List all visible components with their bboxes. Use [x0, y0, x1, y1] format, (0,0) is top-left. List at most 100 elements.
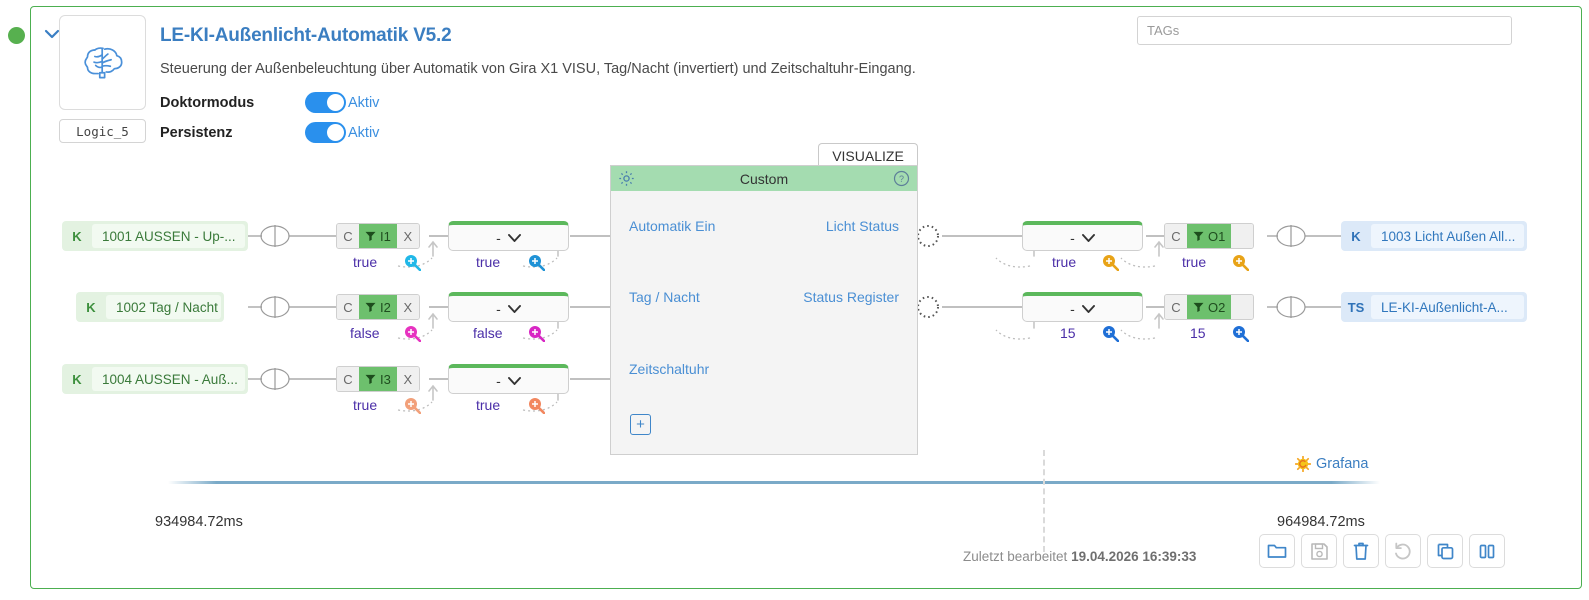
magnifier-icon[interactable] [528, 397, 545, 414]
timeline-cursor[interactable] [1043, 450, 1045, 552]
toggle-label-doktormodus: Doktormodus [160, 94, 255, 111]
input-node-1-label: 1001 AUSSEN - Up-... [92, 224, 245, 248]
pill-1-port[interactable]: I1 [359, 224, 397, 248]
input-converter-2-value: - [496, 300, 501, 317]
output-node-2-label: LE-KI-Außenlicht-A... [1371, 295, 1524, 319]
out-pill-1-right[interactable] [1231, 224, 1254, 248]
magnifier-icon[interactable] [404, 254, 421, 271]
magnifier-icon[interactable] [404, 397, 421, 414]
tags-input[interactable] [1137, 16, 1512, 45]
toggle-label-persistenz: Persistenz [160, 124, 233, 141]
out-pill-1-port[interactable]: O1 [1187, 224, 1232, 248]
magnifier-icon[interactable] [1102, 254, 1119, 271]
magnifier-icon[interactable] [1232, 254, 1249, 271]
output-filter-pill-1[interactable]: C O1 [1164, 223, 1255, 249]
input-node-2[interactable]: K 1002 Tag / Nacht [76, 292, 224, 322]
custom-output-label-2: Status Register [803, 289, 899, 305]
chevron-down-icon [507, 233, 521, 242]
help-circle-icon[interactable]: ? [893, 170, 910, 187]
output-node-1[interactable]: K 1003 Licht Außen All... [1341, 221, 1527, 251]
chevron-down-icon [1081, 304, 1095, 313]
tab-visualize[interactable]: VISUALIZE [818, 143, 918, 167]
input-converter-2[interactable]: - [448, 292, 569, 322]
grafana-link[interactable]: Grafana [1295, 456, 1368, 472]
input-pill-value-2: false [350, 325, 380, 341]
pill-3-port[interactable]: I3 [359, 367, 397, 391]
output-converter-1[interactable]: - [1022, 221, 1143, 251]
undo-button[interactable] [1385, 534, 1421, 568]
gear-icon[interactable] [618, 170, 635, 187]
magnifier-icon[interactable] [404, 325, 421, 342]
toggle-state-doktormodus: Aktiv [348, 94, 380, 111]
input-node-3-label: 1004 AUSSEN - Auß... [92, 367, 245, 391]
brain-icon[interactable] [59, 15, 146, 110]
timeline-end-label: 964984.72ms [1277, 514, 1365, 530]
custom-input-label-3: Zeitschaltuhr [629, 361, 710, 377]
out-pill-2-left[interactable]: C [1165, 295, 1187, 319]
output-converter-value-1: true [1052, 254, 1077, 270]
grafana-icon [1295, 456, 1311, 472]
logic-description: Steuerung der Außenbeleuchtung über Auto… [160, 61, 916, 77]
output-converter-value-2: 15 [1060, 325, 1076, 341]
pause-button[interactable] [1469, 534, 1505, 568]
chevron-down-icon [1081, 233, 1095, 242]
output-converter-2-value: - [1070, 300, 1075, 317]
input-filter-pill-3[interactable]: C I3 X [336, 366, 420, 392]
input-node-1[interactable]: K 1001 AUSSEN - Up-... [62, 221, 248, 251]
floppy-disk-icon [1310, 542, 1328, 560]
custom-logic-block[interactable]: Custom ? Automatik Ein Tag / Nacht Zeits… [610, 165, 918, 455]
out-pill-2-right[interactable] [1231, 295, 1254, 319]
magnifier-icon[interactable] [1102, 325, 1119, 342]
output-converter-2[interactable]: - [1022, 292, 1143, 322]
input-converter-1[interactable]: - [448, 221, 569, 251]
toggle-doktormodus[interactable] [305, 92, 346, 113]
delete-button[interactable] [1343, 534, 1379, 568]
input-filter-pill-2[interactable]: C I2 X [336, 294, 420, 320]
input-converter-3[interactable]: - [448, 364, 569, 394]
input-node-3[interactable]: K 1004 AUSSEN - Auß... [62, 364, 248, 394]
output-node-1-tag: K [1351, 228, 1361, 244]
pause-icon [1479, 544, 1495, 558]
timeline-track[interactable] [168, 481, 1380, 484]
input-node-2-tag: K [86, 299, 96, 315]
toggle-state-persistenz: Aktiv [348, 124, 380, 141]
magnifier-icon[interactable] [528, 325, 545, 342]
output-pill-value-1: true [1182, 254, 1207, 270]
copy-icon [1437, 543, 1453, 559]
input-converter-value-1: true [476, 254, 501, 270]
pill-1-right[interactable]: X [396, 224, 419, 248]
pill-2-left[interactable]: C [337, 295, 359, 319]
input-filter-pill-1[interactable]: C I1 X [336, 223, 420, 249]
trash-icon [1353, 542, 1369, 560]
chevron-down-icon[interactable] [42, 24, 62, 44]
funnel-icon [365, 302, 376, 312]
copy-button[interactable] [1427, 534, 1463, 568]
save-button[interactable] [1301, 534, 1337, 568]
last-edited-text: Zuletzt bearbeitet 19.04.2026 16:39:33 [963, 549, 1196, 564]
logic-graph: K 1001 AUSSEN - Up-... K 1002 Tag / Nach… [62, 143, 1527, 455]
toggle-row-doktormodus: Doktormodus Aktiv [160, 92, 379, 113]
pill-2-right[interactable]: X [396, 295, 419, 319]
custom-output-label-1: Licht Status [825, 218, 899, 234]
pill-1-left[interactable]: C [337, 224, 359, 248]
magnifier-icon[interactable] [528, 254, 545, 271]
magnifier-icon[interactable] [1232, 325, 1249, 342]
output-node-2-tag: TS [1347, 299, 1365, 315]
output-filter-pill-2[interactable]: C O2 [1164, 294, 1255, 320]
input-converter-1-value: - [496, 229, 501, 246]
pill-2-port[interactable]: I2 [359, 295, 397, 319]
svg-text:?: ? [899, 174, 904, 184]
grafana-label: Grafana [1316, 456, 1369, 472]
out-pill-2-port[interactable]: O2 [1187, 295, 1232, 319]
funnel-icon [365, 374, 376, 384]
output-node-1-label: 1003 Licht Außen All... [1371, 224, 1524, 248]
open-folder-button[interactable] [1259, 534, 1295, 568]
add-port-button[interactable]: + [630, 414, 651, 435]
pill-3-left[interactable]: C [337, 367, 359, 391]
out-pill-1-left[interactable]: C [1165, 224, 1187, 248]
output-node-2[interactable]: TS LE-KI-Außenlicht-A... [1341, 292, 1527, 322]
pill-3-right[interactable]: X [396, 367, 419, 391]
toggle-persistenz[interactable] [305, 122, 346, 143]
last-edited-timestamp: 19.04.2026 16:39:33 [1071, 549, 1197, 564]
page-title: LE-KI-Außenlicht-Automatik V5.2 [160, 25, 452, 46]
